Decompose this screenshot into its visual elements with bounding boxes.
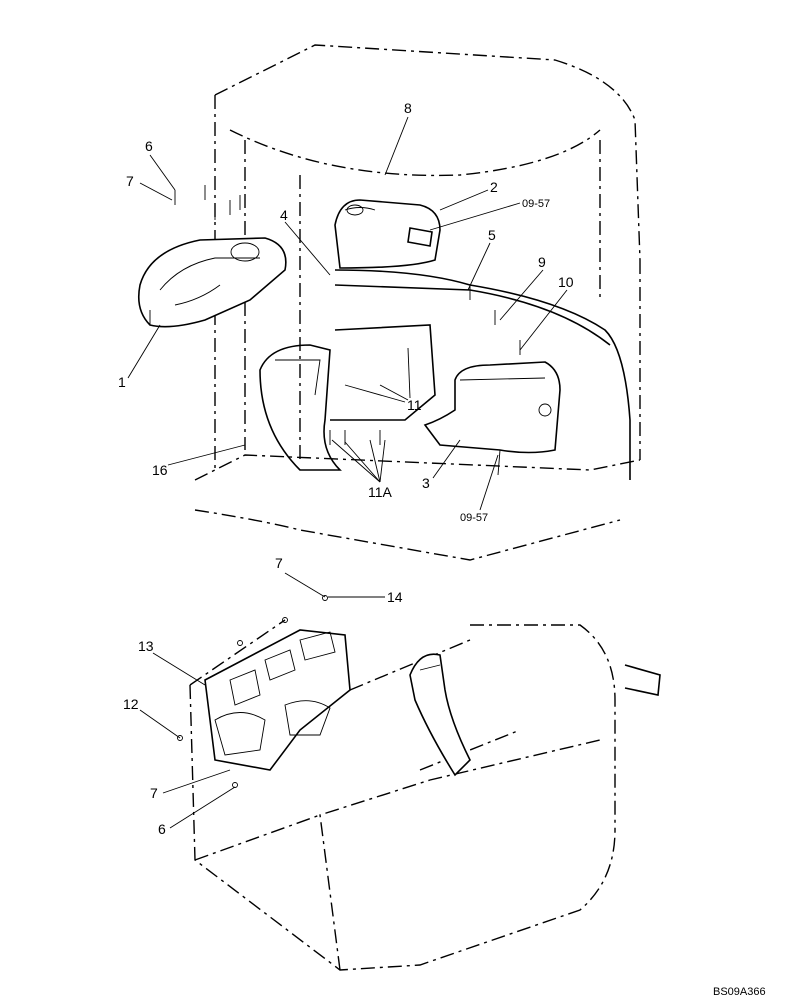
callout-2: 2	[490, 179, 498, 195]
cab-frame-upper	[194, 44, 641, 561]
bracket-assembly-13	[204, 629, 351, 771]
callout-6-top: 6	[145, 138, 153, 154]
duct-part-lower-right	[409, 653, 661, 777]
callout-16: 16	[152, 462, 168, 478]
callout-9: 9	[538, 254, 546, 270]
callout-1: 1	[118, 374, 126, 390]
drawing-code: BS09A366	[713, 986, 766, 998]
callout-11a: 11A	[368, 484, 393, 500]
callout-5: 5	[488, 227, 496, 243]
callout-3: 3	[422, 475, 430, 491]
callout-13: 13	[138, 638, 154, 654]
callout-7-mid: 7	[275, 555, 283, 571]
center-floor-panels	[259, 324, 436, 471]
callout-09-57-top: 09-57	[522, 198, 550, 210]
callout-4: 4	[280, 207, 288, 223]
callout-14: 14	[387, 589, 403, 605]
callout-7-top: 7	[126, 173, 134, 189]
callout-labels: 6 7 8 2 09-57 4 5 9 10 1 11 16 3 11A 09-…	[118, 100, 574, 837]
right-console-shell-3	[423, 361, 561, 476]
callout-6-low: 6	[158, 821, 166, 837]
side-panel-5	[334, 269, 631, 480]
callout-8: 8	[404, 100, 412, 116]
left-console-1	[137, 237, 287, 328]
callout-11: 11	[407, 397, 422, 413]
fastener-group-top	[174, 185, 521, 445]
cab-frame-lower	[189, 619, 616, 971]
rear-cover-2	[334, 199, 441, 269]
fastener-group-lower	[177, 595, 328, 788]
callout-10: 10	[558, 274, 574, 290]
leader-lines	[127, 116, 568, 829]
callout-7-low: 7	[150, 785, 158, 801]
callout-09-57-bottom: 09-57	[460, 512, 488, 524]
callout-12: 12	[123, 696, 139, 712]
